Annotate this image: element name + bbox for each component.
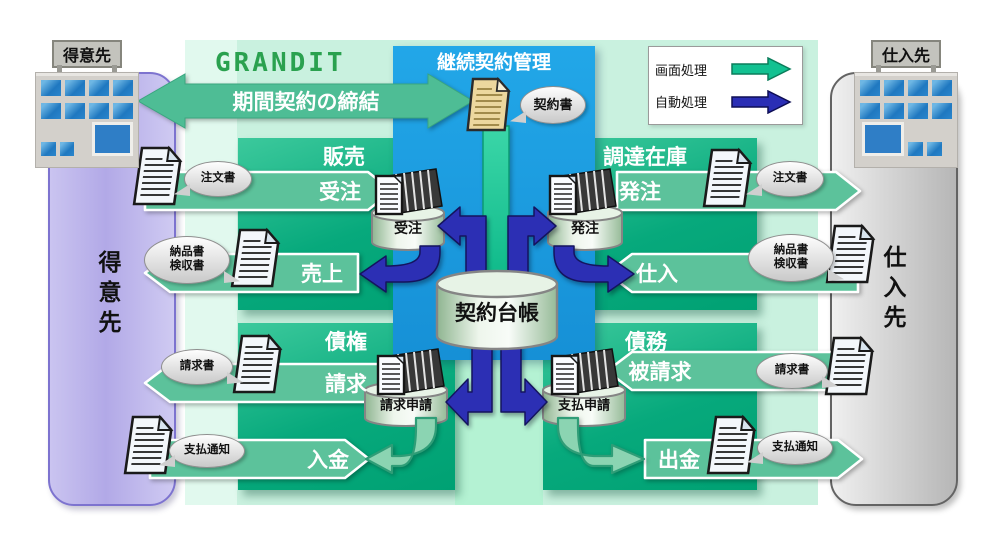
customer-order-bubble: 注文書 [174, 161, 252, 197]
green-arrow-icon [731, 57, 792, 82]
bubble-tail [174, 184, 190, 196]
purchase-order-label: 発注 [619, 181, 661, 204]
supplier-delivery-line1: 納品書 [773, 244, 809, 257]
building-door [92, 122, 133, 156]
legend-auto-label: 自動処理 [655, 95, 708, 111]
billed-label: 被請求 [628, 361, 692, 384]
customer-payment-bubble-text: 支払通知 [184, 444, 230, 457]
customer-side-label: 得意先 [95, 250, 121, 340]
customer-payment-bubble: 支払通知 [159, 434, 245, 468]
supplier-building-sign: 仕入先 [870, 40, 942, 68]
ledger-db-label: 契約台帳 [455, 302, 539, 325]
supplier-building-facade [854, 72, 958, 168]
period-contract-label: 期間契約の締結 [232, 91, 380, 114]
customer-building-sign: 得意先 [51, 40, 123, 68]
withdrawal-label: 出金 [658, 449, 700, 472]
supplier-invoice-bubble-text: 請求書 [774, 364, 810, 377]
customer-invoice-bubble: 請求書 [161, 349, 243, 385]
sales-label: 売上 [301, 263, 343, 286]
billing-label: 請求 [325, 373, 367, 396]
legend-auto-row: 自動処理 [655, 89, 796, 114]
legend-box: 画面処理 自動処理 [648, 46, 803, 125]
contract-doc-bubble: 契約書 [510, 86, 586, 124]
sign-post [931, 65, 936, 73]
sign-post [876, 65, 881, 73]
supplier-side-label: 仕入先 [880, 245, 906, 335]
po-db-label: 発注 [571, 220, 599, 236]
billing-request-db-label: 請求申請 [379, 397, 433, 413]
order-db-label: 受注 [394, 220, 422, 236]
supplier-invoice-bubble: 請求書 [756, 353, 838, 389]
customer-delivery-line1: 納品書 [169, 246, 205, 259]
contract-doc-bubble-text: 契約書 [533, 97, 573, 113]
grandit-logo: GRANDIT [215, 48, 346, 78]
customer-building-facade [35, 72, 139, 168]
supplier-payment-bubble-text: 支払通知 [772, 441, 818, 454]
deposit-label: 入金 [307, 449, 349, 472]
sign-post [112, 65, 117, 73]
blue-arrow-icon [731, 89, 792, 114]
receivable-panel-title: 債権 [325, 331, 367, 354]
supplier-delivery-line2: 検収書 [773, 258, 809, 270]
purchase-label: 仕入 [636, 263, 678, 286]
supplier-delivery-bubble: 納品書 検収書 [748, 234, 844, 282]
payment-request-db-label: 支払申請 [557, 397, 611, 413]
customer-invoice-bubble-text: 請求書 [179, 360, 215, 373]
supplier-payment-bubble: 支払通知 [747, 431, 833, 465]
sign-post [57, 65, 62, 73]
contract-panel-title: 継続契約管理 [436, 52, 552, 74]
customer-order-bubble-text: 注文書 [200, 172, 236, 185]
sales-panel-title: 販売 [323, 146, 365, 169]
order-received-label: 受注 [319, 181, 361, 204]
legend-screen-row: 画面処理 [655, 57, 796, 82]
supplier-order-bubble: 注文書 [746, 161, 824, 197]
center-strip [455, 358, 543, 505]
payable-panel-title: 債務 [625, 331, 667, 354]
legend-screen-label: 画面処理 [655, 62, 708, 78]
building-door [862, 122, 904, 156]
customer-delivery-bubble: 納品書 検収書 [144, 236, 240, 284]
procurement-panel-title: 調達在庫 [603, 146, 687, 169]
customer-delivery-line2: 検収書 [169, 260, 205, 272]
supplier-order-bubble-text: 注文書 [772, 172, 808, 185]
